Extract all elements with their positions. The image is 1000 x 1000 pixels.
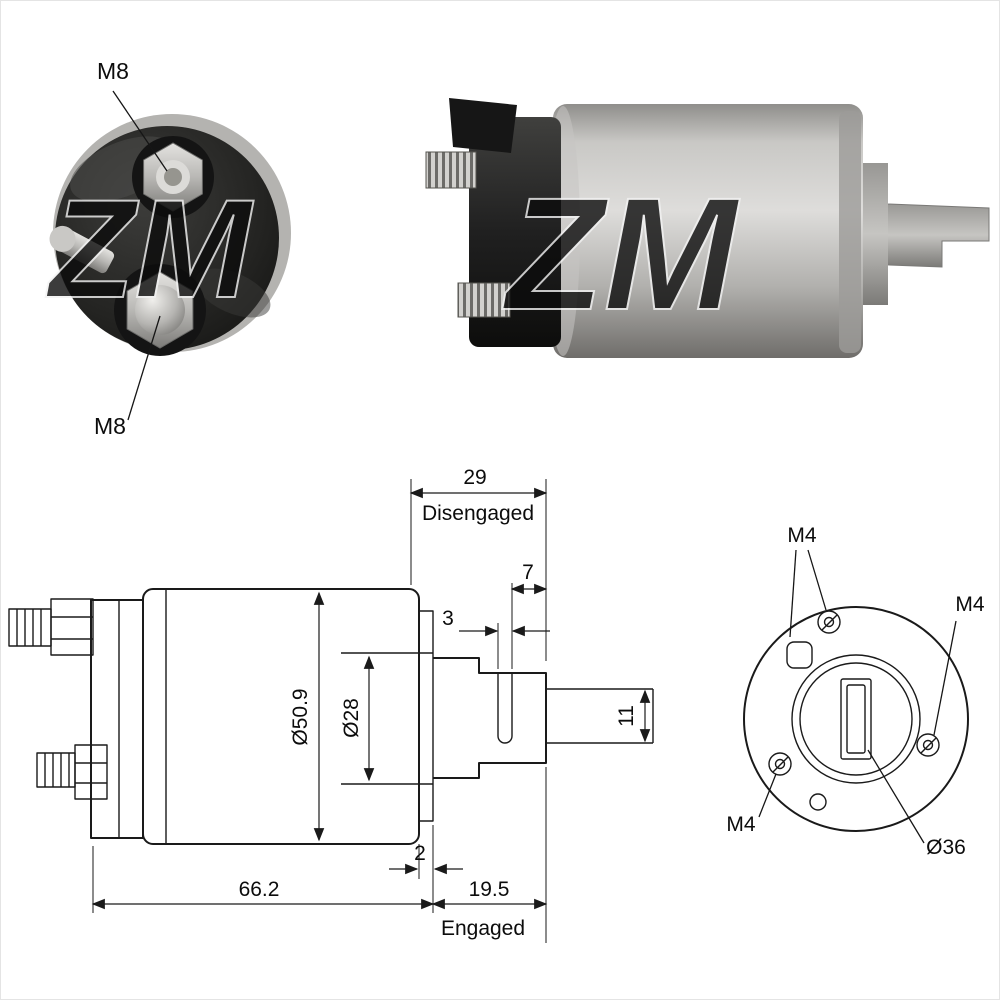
threaded-stud-bottom bbox=[457, 282, 511, 318]
m4-hole-right bbox=[916, 733, 940, 757]
pilot-diameter-label: Ø36 bbox=[926, 836, 966, 859]
m4-hole-bottom-left bbox=[768, 752, 792, 776]
terminal-stud-bottom bbox=[114, 264, 206, 356]
drawn-index-hole bbox=[786, 641, 813, 669]
bolt-bottom-left-label: M4 bbox=[726, 813, 755, 836]
dim-body-diameter: Ø50.9 bbox=[289, 688, 312, 745]
drawn-body bbox=[142, 588, 420, 845]
terminal-stud-top bbox=[132, 136, 214, 218]
dim-body-length: 66.2 bbox=[239, 878, 280, 901]
dim-rod-height: 11 bbox=[615, 705, 638, 727]
m4-hole-top bbox=[817, 610, 841, 634]
side-view-photo bbox=[425, 98, 990, 358]
dim-travel-disengaged: 29 bbox=[463, 466, 486, 489]
side-section-drawing: 29 Disengaged 7 3 Ø50.9 Ø28 11 2 66.2 bbox=[8, 466, 654, 943]
leader-m8-bottom bbox=[127, 315, 161, 421]
drawn-small-hole bbox=[809, 793, 827, 811]
dim-fork-offset: 7 bbox=[522, 561, 534, 584]
mounting-face-drawing: M4 M4 M4 Ø36 bbox=[726, 524, 984, 859]
dim-flange-thickness: 2 bbox=[414, 842, 426, 865]
side-stud bbox=[49, 225, 115, 274]
bolt-right-label: M4 bbox=[955, 593, 984, 616]
connector-tab bbox=[449, 98, 517, 153]
state-disengaged-label: Disengaged bbox=[422, 502, 534, 525]
end-view-photo: M8 M8 bbox=[49, 58, 291, 439]
terminal-bottom-label: M8 bbox=[94, 413, 126, 439]
drawn-flange bbox=[418, 610, 434, 822]
watermark-right: ZM bbox=[502, 164, 741, 343]
dim-travel-engaged: 19.5 bbox=[469, 878, 510, 901]
state-engaged-label: Engaged bbox=[441, 917, 525, 940]
terminal-top-label: M8 bbox=[97, 58, 129, 84]
cap-shadow bbox=[195, 268, 271, 318]
drawn-stud-top bbox=[8, 598, 94, 656]
bolt-top-label: M4 bbox=[787, 524, 816, 547]
drawn-center-slot bbox=[840, 678, 872, 760]
brand-watermark: ZM ZM bbox=[44, 163, 742, 344]
end-ring bbox=[839, 111, 861, 353]
drawn-stud-bottom bbox=[36, 744, 108, 800]
leader-m8-top bbox=[112, 90, 168, 172]
drawn-plunger bbox=[433, 657, 547, 779]
watermark-left: ZM bbox=[45, 170, 255, 327]
drawn-outer-circle bbox=[743, 606, 969, 832]
dim-slot-width: 3 bbox=[442, 607, 454, 630]
dim-tube-diameter: Ø28 bbox=[340, 698, 363, 738]
solenoid-cylinder bbox=[553, 104, 863, 358]
drawn-cap bbox=[90, 599, 144, 839]
threaded-stud-top bbox=[425, 151, 477, 189]
